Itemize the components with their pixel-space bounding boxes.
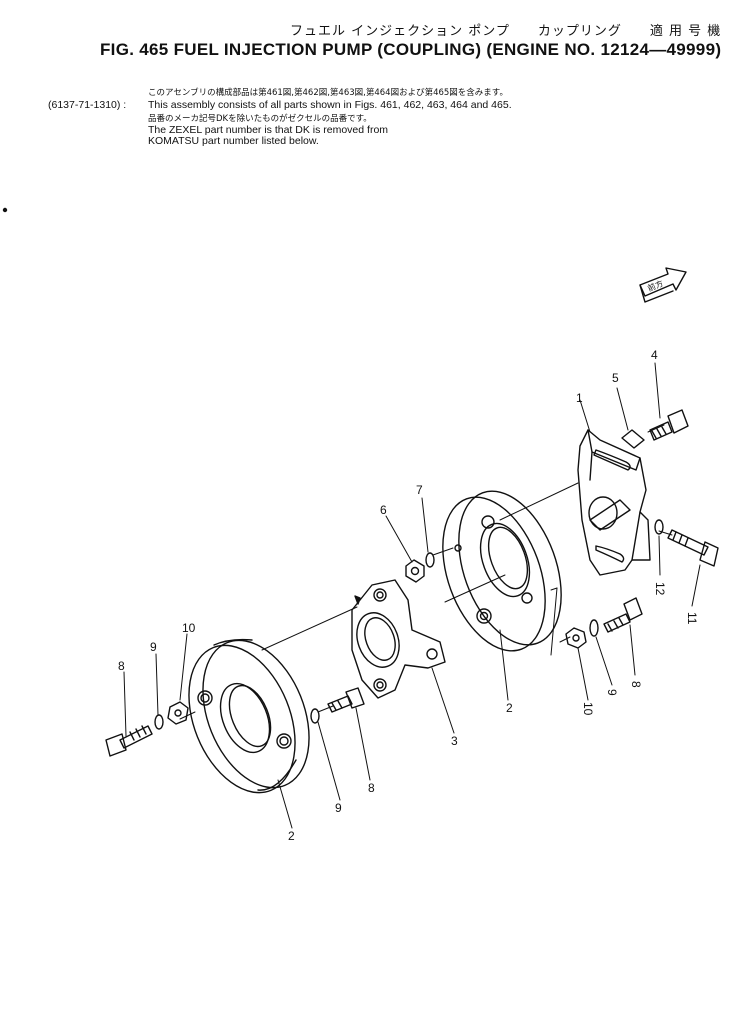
- callout-1: 1: [576, 391, 583, 405]
- note-english-1: This assembly consists of all parts show…: [148, 99, 512, 111]
- nut-6: [405, 559, 425, 583]
- callout-9-right: 9: [605, 689, 619, 696]
- callout-10-left: 10: [182, 621, 196, 635]
- callout-10-right: 10: [581, 702, 595, 716]
- callout-8-left: 8: [118, 659, 125, 673]
- callout-7: 7: [416, 483, 423, 497]
- coupling-hub: [351, 579, 446, 699]
- lock-plate-5: [621, 429, 645, 449]
- assembly-number: (6137-71-1310) :: [48, 99, 127, 111]
- callout-8-middle: 8: [368, 781, 375, 795]
- bolt-8-left: [105, 725, 153, 757]
- callout-numbers: 1 5 4 7 6 12 11 2 3 10 9 8 2 9 8 8 9 10 …: [118, 278, 699, 843]
- washer-12: [654, 519, 664, 535]
- washer-7: [425, 552, 435, 568]
- note-japanese-1: このアセンブリの構成部品は第461図,第462図,第463図,第464図および第…: [148, 88, 508, 98]
- front-badge-text: 前方: [646, 278, 665, 293]
- note-english-3: KOMATSU part number listed below.: [148, 135, 319, 147]
- drive-coupling-bracket: [577, 429, 651, 576]
- nut-10-left: [167, 701, 189, 725]
- assembly-center-lines: [179, 424, 673, 720]
- callout-6: 6: [380, 503, 387, 517]
- bolt-8-right: [603, 597, 643, 633]
- bolt-8-middle: [327, 687, 365, 713]
- coupling-disc-right: [442, 490, 562, 652]
- front-direction-arrow: [639, 267, 687, 303]
- callout-9-middle: 9: [335, 801, 342, 815]
- callout-2-right: 2: [506, 701, 513, 715]
- callout-8-right: 8: [629, 681, 643, 688]
- callout-2-left: 2: [288, 829, 295, 843]
- title-japanese: フュエル インジェクション ポンプ カップリング 適 用 号 機: [290, 24, 722, 39]
- callout-9-left: 9: [150, 640, 157, 654]
- bolt-4: [649, 409, 689, 441]
- callout-11: 11: [685, 612, 699, 625]
- coupling-disc-left: [188, 638, 310, 794]
- figure-title: FIG. 465 FUEL INJECTION PUMP (COUPLING) …: [100, 40, 722, 59]
- scan-mark: [2, 207, 8, 213]
- washer-9-right: [589, 619, 599, 637]
- washer-9-middle: [310, 708, 320, 724]
- callout-12: 12: [653, 582, 667, 596]
- washer-9-left: [154, 714, 164, 730]
- nut-10-right: [565, 627, 587, 649]
- note-english-2: The ZEXEL part number is that DK is remo…: [148, 124, 389, 136]
- callout-3: 3: [451, 734, 458, 748]
- note-japanese-2: 品番のメーカ記号DKを除いたものがゼクセルの品番です。: [148, 114, 372, 124]
- callout-5: 5: [612, 371, 619, 385]
- callout-leaders: [123, 362, 701, 829]
- bolt-11: [667, 529, 719, 567]
- callout-4: 4: [651, 348, 658, 362]
